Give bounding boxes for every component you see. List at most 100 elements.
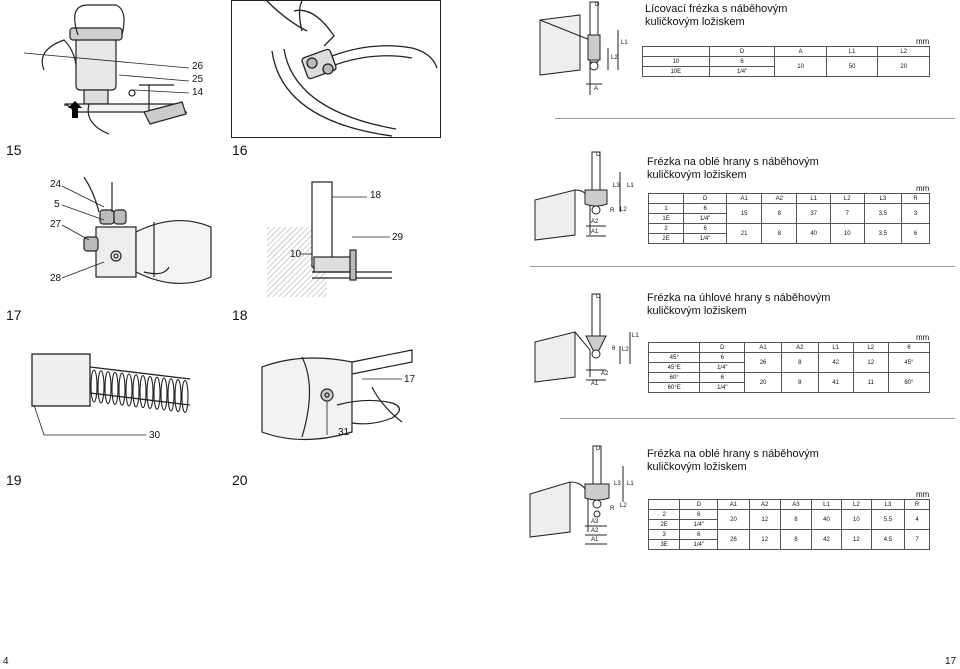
callout-18: 18 xyxy=(370,190,382,201)
page-number-right: 17 xyxy=(945,656,957,667)
figure-16-panel xyxy=(231,0,441,138)
figure-20-panel: 17 31 xyxy=(232,327,441,465)
figure-20-illustration xyxy=(261,349,413,441)
dim-label-A: A xyxy=(594,86,599,92)
table-row: 2 6 21 8 40 10 3.5 6 xyxy=(647,223,930,244)
figure-17-number: 17 xyxy=(6,307,22,323)
table-row: 2 6 20 12 8 40 10 5.5 4 xyxy=(647,509,930,530)
spring-coil xyxy=(125,373,133,407)
table-row: 45° 6 26 8 42 12 45° xyxy=(647,352,931,373)
table-header: D A1 A2 A3 L1 L2 L3 R xyxy=(647,499,930,510)
spring-coil xyxy=(118,372,126,406)
callout-14: 14 xyxy=(192,87,204,98)
spring-coil xyxy=(97,370,105,404)
dim-label-A1: A1 xyxy=(591,229,599,235)
callout-31: 31 xyxy=(338,427,350,438)
dim-label-R: R xyxy=(610,506,615,512)
callout-29: 29 xyxy=(392,232,404,243)
divider xyxy=(560,418,955,419)
figure-18-number: 18 xyxy=(232,307,248,323)
table-row: 10 6 10 50 20 xyxy=(642,56,930,77)
spring-coil xyxy=(160,377,168,411)
dim-label-R: R xyxy=(610,208,615,214)
bit-2-unit: mm xyxy=(916,184,930,193)
figure-16-illustration xyxy=(266,0,438,137)
spring-coil xyxy=(181,379,189,413)
figure-19-illustration xyxy=(31,353,191,436)
page-number-left: 4 xyxy=(3,656,9,667)
dim-label-theta: θ xyxy=(612,346,616,352)
bit-2-drawing xyxy=(534,151,621,241)
bit-3-table: D A1 A2 L1 L2 θ 45° 6 26 8 42 12 45° 45°… xyxy=(647,342,931,393)
spring-coil xyxy=(174,379,182,413)
figure-17-panel: 24 5 27 28 xyxy=(4,162,227,299)
bit-3-unit: mm xyxy=(916,333,930,342)
bit-4-unit: mm xyxy=(916,490,930,499)
callout-30: 30 xyxy=(149,430,161,441)
callout-5: 5 xyxy=(54,199,60,210)
callout-27: 27 xyxy=(50,219,62,230)
table-header: D A L1 L2 xyxy=(642,46,930,57)
figure-18-illustration xyxy=(267,181,392,297)
dim-label-A2: A2 xyxy=(601,371,609,377)
spring-coil xyxy=(146,375,154,409)
spring-coil xyxy=(111,371,119,405)
callout-17: 17 xyxy=(404,374,416,385)
bit-2-title: Frézka na oblé hrany s náběhovým kuličko… xyxy=(647,156,819,181)
table-row: 1 6 15 8 37 7 3.5 3 xyxy=(647,203,930,224)
bit-1-drawing xyxy=(539,1,619,95)
figure-15-number: 15 xyxy=(6,142,22,158)
bit-3-title: Frézka na úhlové hrany s náběhovým kulič… xyxy=(647,292,831,317)
dim-label-A2: A2 xyxy=(591,528,599,534)
dim-label-L3: L3 xyxy=(614,481,621,487)
dim-label-L1: L1 xyxy=(627,183,634,189)
figure-19-number: 19 xyxy=(6,472,22,488)
spring-coil xyxy=(132,374,140,408)
spring-coil xyxy=(139,375,147,409)
table-header: D A1 A2 L1 L2 L3 R xyxy=(647,193,930,204)
table-row: 2E 1/4" xyxy=(647,233,930,244)
figure-15-panel: 26 25 14 xyxy=(4,0,226,138)
table-header: D A1 A2 L1 L2 θ xyxy=(647,342,931,353)
dim-label-L1: L1 xyxy=(621,40,628,46)
bit-1-title: Lícovací frézka s náběhovým kuličkovým l… xyxy=(645,3,788,28)
bit-1-unit: mm xyxy=(916,37,930,46)
table-row: 10E 1/4" xyxy=(642,66,930,77)
figure-17-illustration xyxy=(61,176,212,285)
spring-coil xyxy=(104,371,112,405)
figure-20-number: 20 xyxy=(232,472,248,488)
dim-label-A2: A2 xyxy=(591,219,599,225)
dim-label-L1: L1 xyxy=(627,481,634,487)
callout-10: 10 xyxy=(290,249,302,260)
figure-18-panel: 18 29 10 xyxy=(232,162,441,299)
callout-26: 26 xyxy=(192,61,204,72)
dim-label-A3: A3 xyxy=(591,519,599,525)
table-row: 60°E 1/4" xyxy=(647,382,930,393)
spring-coil xyxy=(90,369,98,403)
dim-label-L2: L2 xyxy=(620,503,627,509)
callout-28: 28 xyxy=(50,273,62,284)
bit-4-table: D A1 A2 A3 L1 L2 L3 R 2 6 20 12 8 40 10 … xyxy=(647,499,930,550)
dim-label-L1: L1 xyxy=(632,333,639,339)
callout-24: 24 xyxy=(50,179,62,190)
bit-4-title: Frézka na oblé hrany s náběhovým kuličko… xyxy=(647,448,819,473)
figure-19-panel: 30 xyxy=(4,327,227,465)
bit-3-drawing xyxy=(534,293,631,383)
dim-label-L2: L2 xyxy=(620,207,627,213)
dim-label-D: D xyxy=(595,2,600,8)
bit-1-table: D A L1 L2 10 6 10 50 20 10E 1/4" xyxy=(642,46,930,77)
dim-label-A1: A1 xyxy=(591,381,599,387)
divider xyxy=(530,266,955,267)
dim-label-L2: L2 xyxy=(622,347,629,353)
table-row: 60° 6 20 8 41 11 60° xyxy=(647,372,931,393)
spring-coil xyxy=(167,378,175,412)
callout-25: 25 xyxy=(192,74,204,85)
figure-15-illustration xyxy=(23,4,190,135)
divider xyxy=(555,118,955,119)
dim-label-D: D xyxy=(596,446,601,452)
dim-label-L3: L3 xyxy=(613,183,620,189)
dim-label-L2: L2 xyxy=(611,55,618,61)
dim-label-A1: A1 xyxy=(591,537,599,543)
bit-2-table: D A1 A2 L1 L2 L3 R 1 6 15 8 37 7 3.5 3 1… xyxy=(647,193,930,244)
bit-4-drawing xyxy=(529,445,624,545)
